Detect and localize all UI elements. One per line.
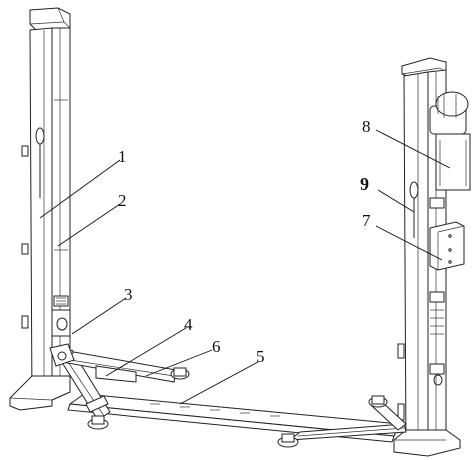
leader-2 bbox=[57, 203, 121, 247]
label-7: 7 bbox=[362, 211, 371, 230]
right-column-front bbox=[403, 71, 429, 453]
label-1: 1 bbox=[118, 147, 127, 166]
pump-unit bbox=[435, 133, 471, 191]
left-column-base bbox=[9, 375, 71, 411]
motor bbox=[429, 91, 471, 191]
right-column-base bbox=[393, 429, 461, 457]
left-swing-arms bbox=[49, 343, 190, 430]
label-5: 5 bbox=[256, 347, 265, 366]
control-box bbox=[429, 221, 465, 271]
left-column-front bbox=[29, 27, 53, 405]
label-2: 2 bbox=[118, 191, 127, 210]
label-8: 8 bbox=[362, 117, 371, 136]
part-labels: 1 2 3 4 5 6 7 8 9 bbox=[118, 117, 371, 366]
leader-1 bbox=[39, 159, 121, 219]
leader-5 bbox=[179, 361, 259, 405]
leader-4 bbox=[105, 327, 187, 377]
right-swing-arms bbox=[277, 395, 407, 448]
leader-7 bbox=[375, 225, 443, 261]
label-9: 9 bbox=[360, 174, 369, 194]
label-4: 4 bbox=[184, 315, 193, 334]
label-6: 6 bbox=[212, 337, 221, 356]
left-column-cap bbox=[29, 7, 71, 31]
leader-8 bbox=[375, 129, 451, 169]
label-3: 3 bbox=[124, 285, 133, 304]
leader-3 bbox=[71, 297, 127, 335]
leader-6 bbox=[145, 349, 213, 377]
left-column bbox=[9, 7, 71, 411]
leader-lines bbox=[39, 129, 451, 405]
leader-9 bbox=[377, 189, 415, 213]
